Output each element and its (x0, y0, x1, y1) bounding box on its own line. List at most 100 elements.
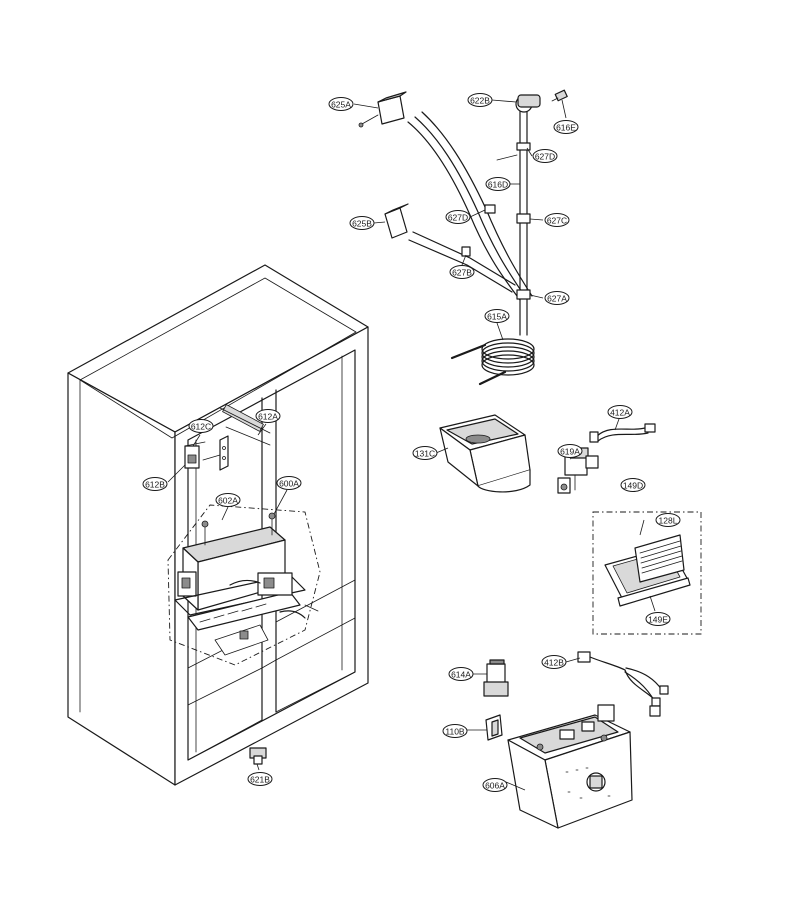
leader-lines (167, 99, 656, 791)
callout-412a: 412A (607, 405, 633, 419)
part-612B-mount (202, 435, 229, 471)
callout-612c: 612C (188, 419, 214, 433)
callout-label: 627C (547, 216, 567, 226)
callout-128l: 128L (655, 513, 681, 527)
callout-oval (188, 419, 214, 433)
callout-oval (215, 493, 241, 507)
callout-oval (445, 210, 471, 224)
callout-oval (349, 216, 375, 230)
callout-616e: 616E (553, 120, 579, 134)
part-110B-bracket (485, 714, 503, 741)
callout-label: 627D (535, 152, 555, 162)
callout-oval (276, 476, 302, 490)
callout-oval (247, 772, 273, 786)
callout-615a: 615A (484, 309, 510, 323)
callout-label: 128L (659, 516, 678, 526)
callout-oval (467, 93, 493, 107)
callout-oval (532, 149, 558, 163)
callout-606a: 606A (482, 778, 508, 792)
part-625A-cover (358, 91, 407, 128)
part-412A-wire-harness (589, 423, 656, 443)
part-616E-screw (551, 89, 568, 102)
callout-oval (557, 444, 583, 458)
callout-label: 622B (470, 96, 490, 106)
callout-label: 600A (279, 479, 299, 489)
callout-622b: 622B (467, 93, 493, 107)
callout-oval (541, 655, 567, 669)
callout-label: 412B (544, 658, 564, 668)
callout-412b: 412B (541, 655, 567, 669)
callout-label: 412A (610, 408, 630, 418)
callout-627c: 627C (544, 213, 570, 227)
callout-627d-mid: 627D (445, 210, 471, 224)
callout-oval (442, 724, 468, 738)
callout-625b: 625B (349, 216, 375, 230)
callout-oval (448, 667, 474, 681)
callout-oval (620, 478, 646, 492)
callout-110b: 110B (442, 724, 468, 738)
callout-oval (645, 612, 671, 626)
callout-612b: 612B (142, 477, 168, 491)
callout-oval (544, 213, 570, 227)
callout-label: 621B (250, 775, 270, 785)
callout-label: 149E (648, 615, 668, 625)
callout-label: 616E (556, 123, 576, 133)
callout-oval (484, 309, 510, 323)
callout-label: 131C (415, 449, 435, 459)
callout-label: 627A (547, 294, 567, 304)
callout-label: 614A (451, 670, 471, 680)
part-131C-duct (439, 414, 531, 493)
part-614A-solenoid (483, 659, 509, 697)
part-612C-bracket (184, 441, 206, 469)
callout-oval (482, 778, 508, 792)
callout-625a: 625A (328, 97, 354, 111)
callout-label: 627B (452, 268, 472, 278)
callout-oval (142, 477, 168, 491)
callout-label: 615A (487, 312, 507, 322)
callout-oval (485, 177, 511, 191)
callout-oval (255, 409, 281, 423)
callout-oval (412, 446, 438, 460)
callout-label: 612C (191, 422, 211, 432)
callout-627a: 627A (544, 291, 570, 305)
callout-label: 110B (445, 727, 465, 737)
part-606A-housing (507, 704, 633, 829)
callout-label: 627D (448, 213, 468, 223)
callout-oval (328, 97, 354, 111)
callout-label: 612A (258, 412, 278, 422)
part-412B-wire-harness (577, 651, 669, 717)
part-callouts: 625A 622B 616E 627D 616D 625B 627D 627C 627B 627A… (142, 93, 681, 792)
callout-627d-top: 627D (532, 149, 558, 163)
callout-label: 619A (560, 447, 580, 457)
part-149D-grille-group (592, 511, 702, 635)
refrigerator-cabinet (67, 264, 369, 786)
callout-label: 612B (145, 480, 165, 490)
callout-627b: 627B (449, 265, 475, 279)
callout-149d: 149D (620, 478, 646, 492)
callout-oval (449, 265, 475, 279)
callout-614a: 614A (448, 667, 474, 681)
callout-label: 602A (218, 496, 238, 506)
callout-602a: 602A (215, 493, 241, 507)
callout-label: 625A (331, 100, 351, 110)
callout-619a: 619A (557, 444, 583, 458)
callout-131c: 131C (412, 446, 438, 460)
callout-612a: 612A (255, 409, 281, 423)
callout-label: 606A (485, 781, 505, 791)
callout-600a: 600A (276, 476, 302, 490)
callout-149e: 149E (645, 612, 671, 626)
callout-oval (553, 120, 579, 134)
callout-label: 616D (488, 180, 508, 190)
part-600A-ice-maker-assembly (167, 504, 321, 666)
part-615A-coiled-tube (450, 338, 535, 386)
part-625B-cover (384, 203, 409, 239)
part-621B-fitting (249, 747, 267, 765)
callout-label: 625B (352, 219, 372, 229)
callout-label: 149D (623, 481, 643, 491)
callout-oval (544, 291, 570, 305)
callout-621b: 621B (247, 772, 273, 786)
callout-oval (655, 513, 681, 527)
callout-oval (607, 405, 633, 419)
